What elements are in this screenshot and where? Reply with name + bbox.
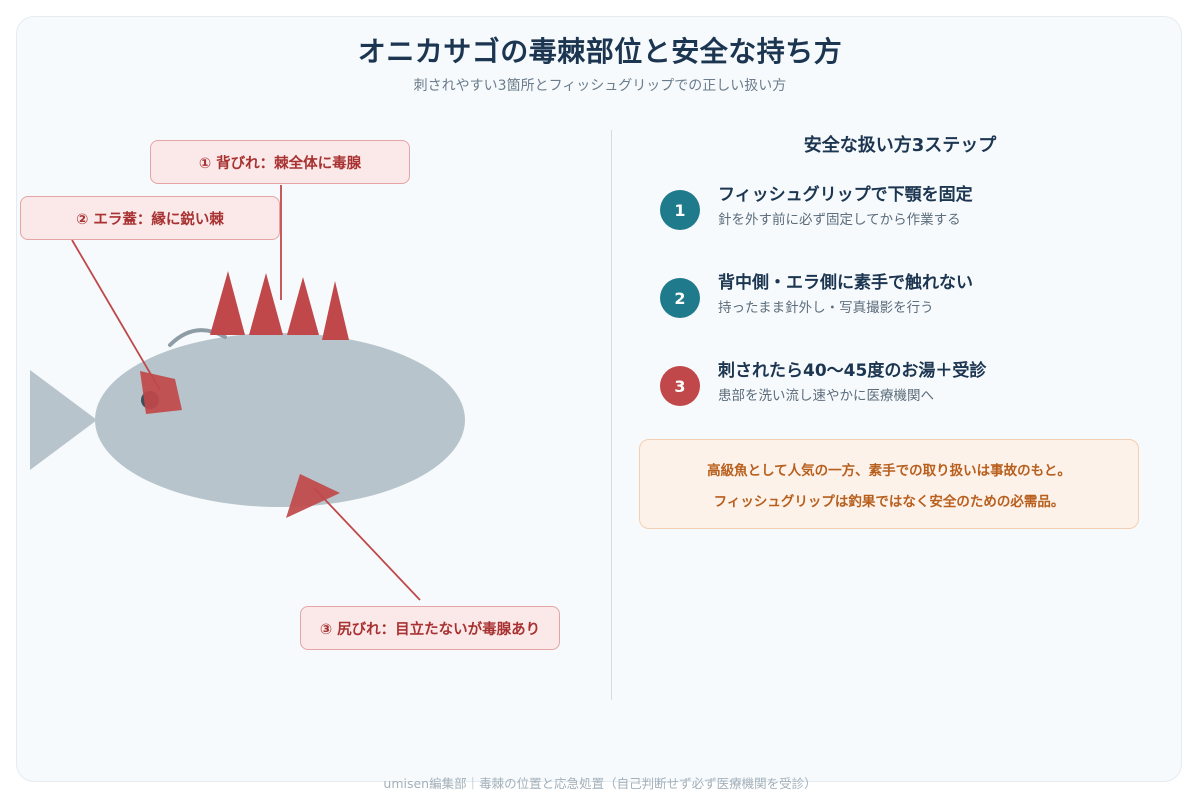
callout-dorsal-fin: ① 背びれ：棘全体に毒腺 bbox=[150, 140, 410, 184]
leader-anal bbox=[313, 487, 421, 601]
vertical-divider bbox=[611, 130, 612, 700]
step-desc-2: 持ったまま針外し・写真撮影を行う bbox=[718, 300, 934, 316]
page-subtitle: 刺されやすい3箇所とフィッシュグリップでの正しい扱い方 bbox=[413, 78, 787, 94]
step-1: 1 フィッシュグリップで下顎を固定 針を外す前に必ず固定してから作業する bbox=[660, 185, 1160, 250]
dorsal-spine-2 bbox=[249, 273, 283, 335]
step-heading-2: 背中側・エラ側に素手で触れない bbox=[718, 273, 973, 293]
step-3: 3 刺されたら40〜45度のお湯＋受診 患部を洗い流し速やかに医療機関へ bbox=[660, 361, 1160, 426]
fish-tail bbox=[30, 370, 97, 470]
step-badge-1: 1 bbox=[660, 190, 700, 230]
anal-spine bbox=[286, 474, 340, 518]
safety-note: 高級魚として人気の一方、素手での取り扱いは事故のもと。 フィッシュグリップは釣果… bbox=[639, 439, 1139, 529]
dorsal-spine-4 bbox=[322, 281, 349, 340]
step-badge-3: 3 bbox=[660, 366, 700, 406]
callout-gill-cover: ② エラ蓋：縁に鋭い棘 bbox=[20, 196, 280, 240]
footer-credit: umisen編集部｜毒棘の位置と応急処置（自己判断せず必ず医療機関を受診） bbox=[383, 776, 817, 791]
safety-note-line-2: フィッシュグリップは釣果ではなく安全のための必需品。 bbox=[713, 493, 1065, 510]
dorsal-spine-1 bbox=[210, 271, 245, 335]
step-heading-3: 刺されたら40〜45度のお湯＋受診 bbox=[718, 361, 987, 381]
fish-body bbox=[95, 333, 465, 507]
leader-gill bbox=[71, 239, 161, 391]
step-badge-2: 2 bbox=[660, 278, 700, 318]
steps-title: 安全な扱い方3ステップ bbox=[803, 135, 997, 156]
step-2: 2 背中側・エラ側に素手で触れない 持ったまま針外し・写真撮影を行う bbox=[660, 273, 1160, 338]
dorsal-spine-3 bbox=[287, 277, 319, 335]
safety-note-line-1: 高級魚として人気の一方、素手での取り扱いは事故のもと。 bbox=[707, 462, 1071, 479]
callout-anal-fin: ③ 尻びれ：目立たないが毒腺あり bbox=[300, 606, 560, 650]
fish-diagram bbox=[30, 185, 465, 601]
step-desc-1: 針を外す前に必ず固定してから作業する bbox=[718, 212, 961, 228]
step-heading-1: フィッシュグリップで下顎を固定 bbox=[718, 185, 973, 205]
page-title: オニカサゴの毒棘部位と安全な持ち方 bbox=[357, 35, 843, 68]
gill-spine bbox=[140, 371, 182, 414]
step-desc-3: 患部を洗い流し速やかに医療機関へ bbox=[718, 388, 934, 404]
